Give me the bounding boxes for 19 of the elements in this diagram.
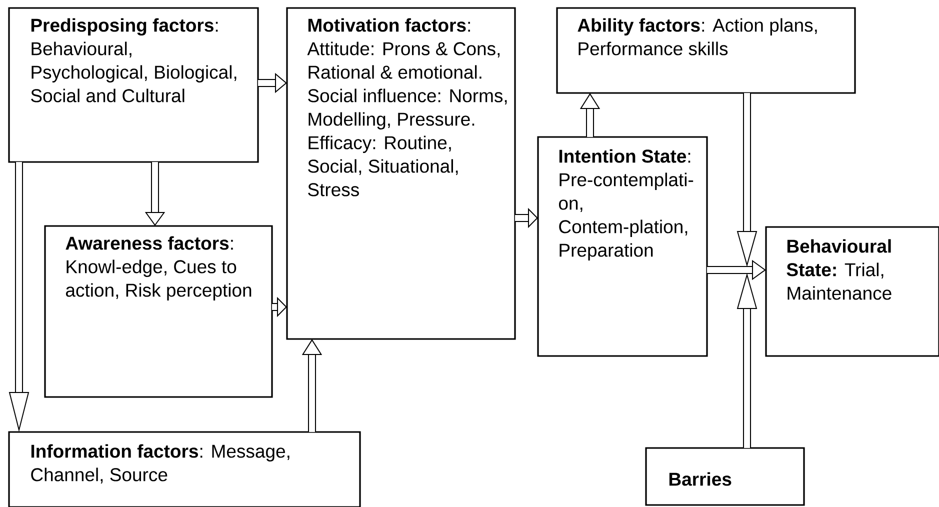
factor-box — [765, 226, 939, 357]
node-label: Awareness factors: Knowl-edge, Cues to action, Risk perception — [66, 236, 252, 300]
node-label: Information factors: Message, Channel, Source — [31, 444, 290, 484]
node-label: Social influence: Norms, Modelling, Pressure. — [308, 88, 507, 130]
node-label: Motivation factors: — [308, 18, 470, 32]
node-label: Behavioural State: Trial, Maintenance — [786, 239, 892, 300]
factor-box — [556, 7, 856, 94]
node-label: Ability factors: Action plans, Performance skills — [578, 18, 817, 56]
node-label: Efficacy: Routine, Social, Situational, Stress — [308, 136, 458, 196]
factor-box — [8, 431, 361, 507]
node-label: Barries — [669, 472, 732, 486]
factor-box — [537, 136, 708, 357]
node-label: Intention State: Pre-contemplati-on, Contem-plation, Preparation — [558, 149, 694, 260]
factor-box — [286, 7, 516, 340]
factor-box — [645, 447, 805, 506]
node-label: Predisposing factors: Behavioural, Psychological, Biological, Social and Cultural — [31, 18, 236, 102]
factor-box — [44, 225, 273, 398]
factor-box — [8, 7, 259, 163]
node-label: Attitude: Prons & Cons, Rational & emotional. — [307, 42, 500, 79]
